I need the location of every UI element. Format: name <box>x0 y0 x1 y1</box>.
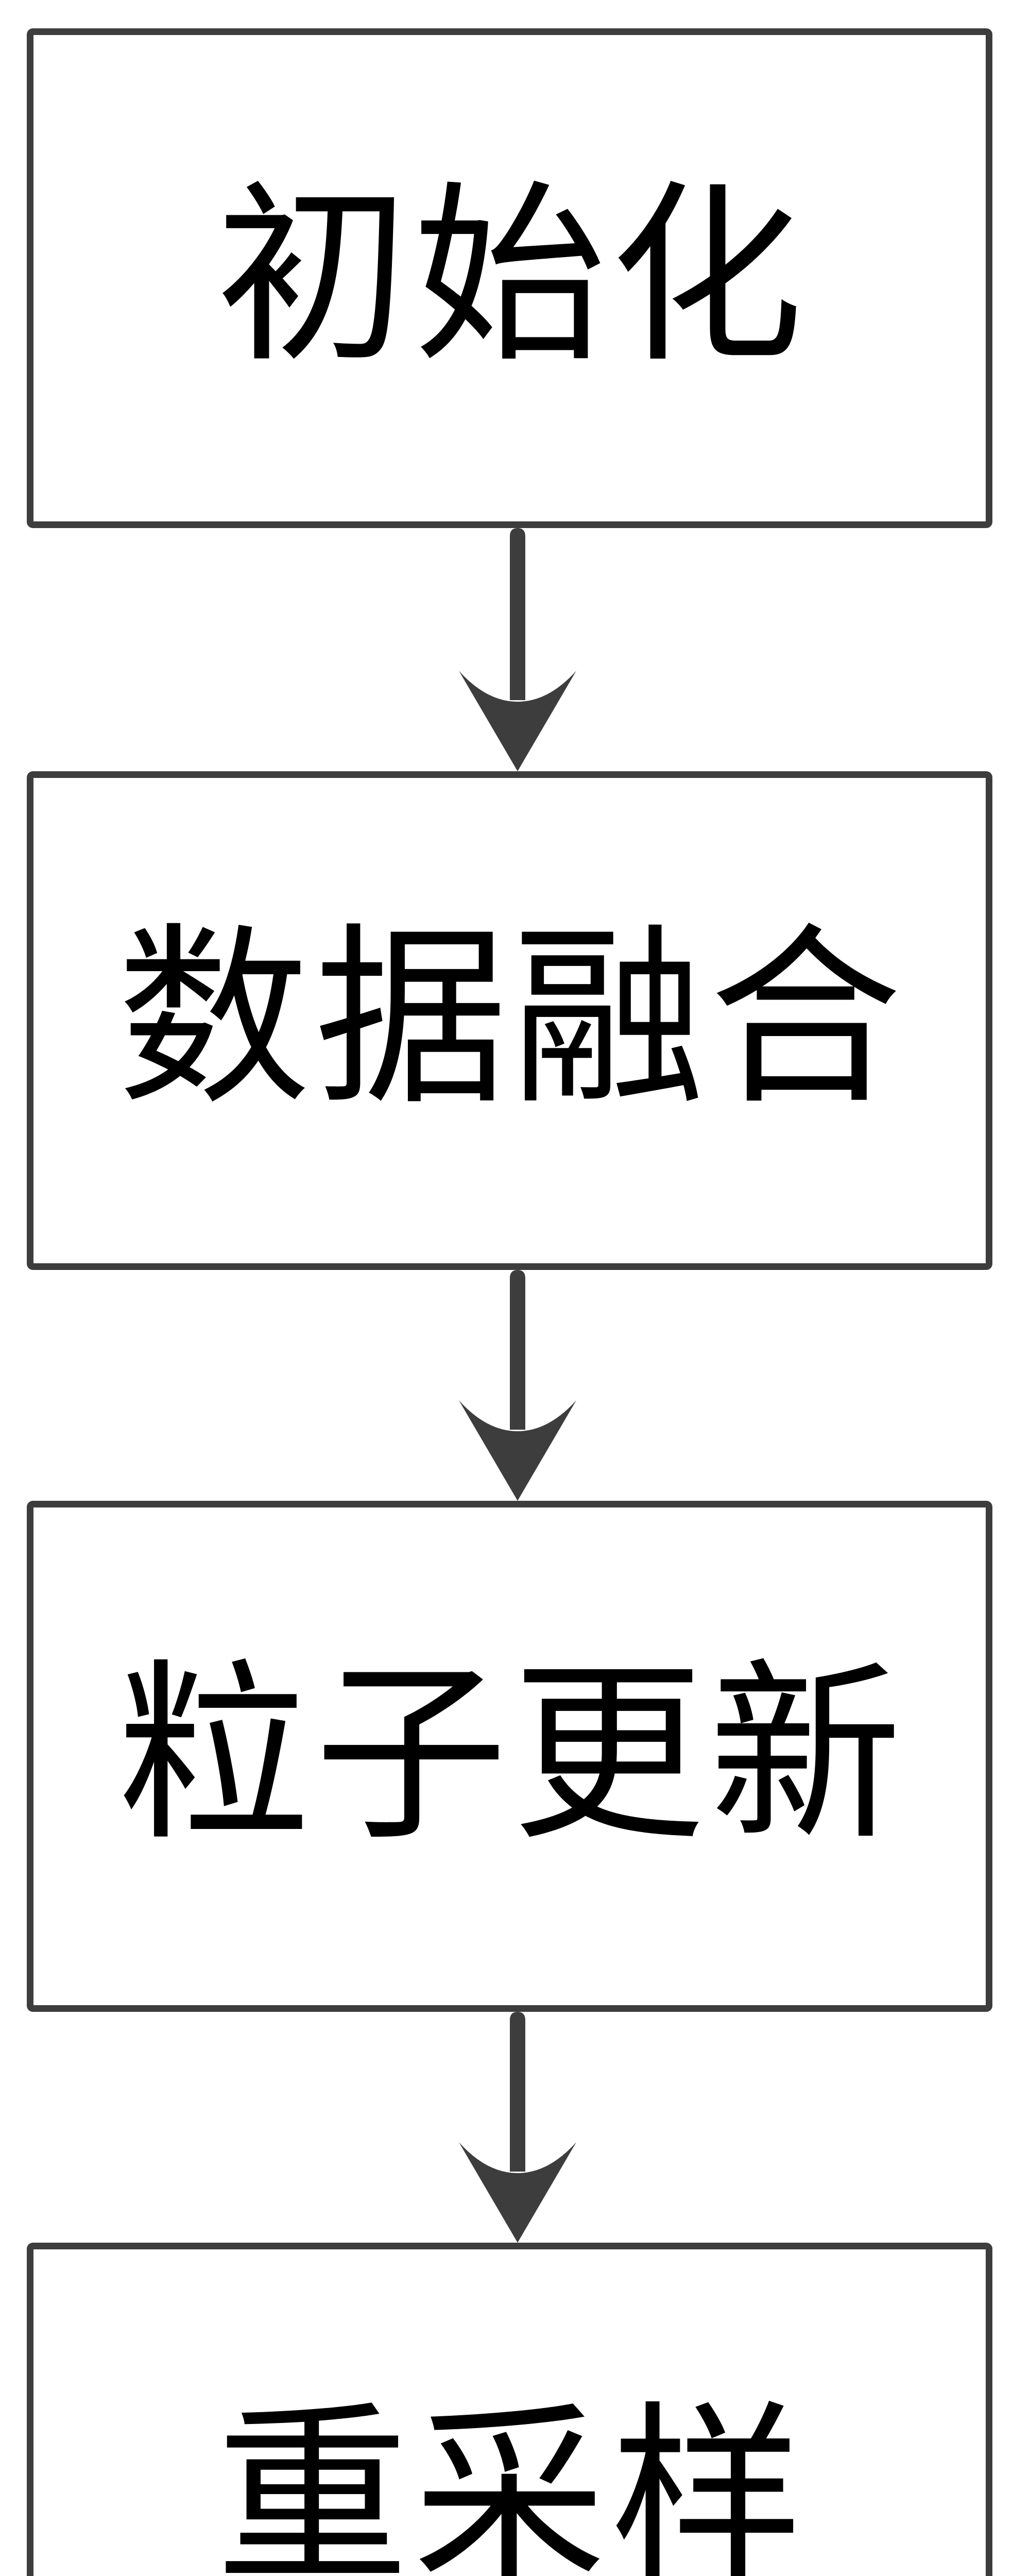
arrow-down-icon <box>459 528 576 771</box>
flow-step-label: 粒子更新 <box>117 1649 906 1863</box>
flow-step-data-fusion: 数据融合 <box>27 771 992 1270</box>
arrow-down-icon <box>459 2012 576 2243</box>
flow-step-label: 初始化 <box>216 171 808 385</box>
flow-step-resampling: 重采样 <box>27 2243 992 2576</box>
flow-step-initialization: 初始化 <box>27 28 992 528</box>
flow-step-label: 数据融合 <box>117 913 906 1128</box>
flow-step-particle-update: 粒子更新 <box>27 1501 992 2012</box>
flow-step-label: 重采样 <box>216 2392 808 2576</box>
arrow-down-icon <box>459 1270 576 1501</box>
